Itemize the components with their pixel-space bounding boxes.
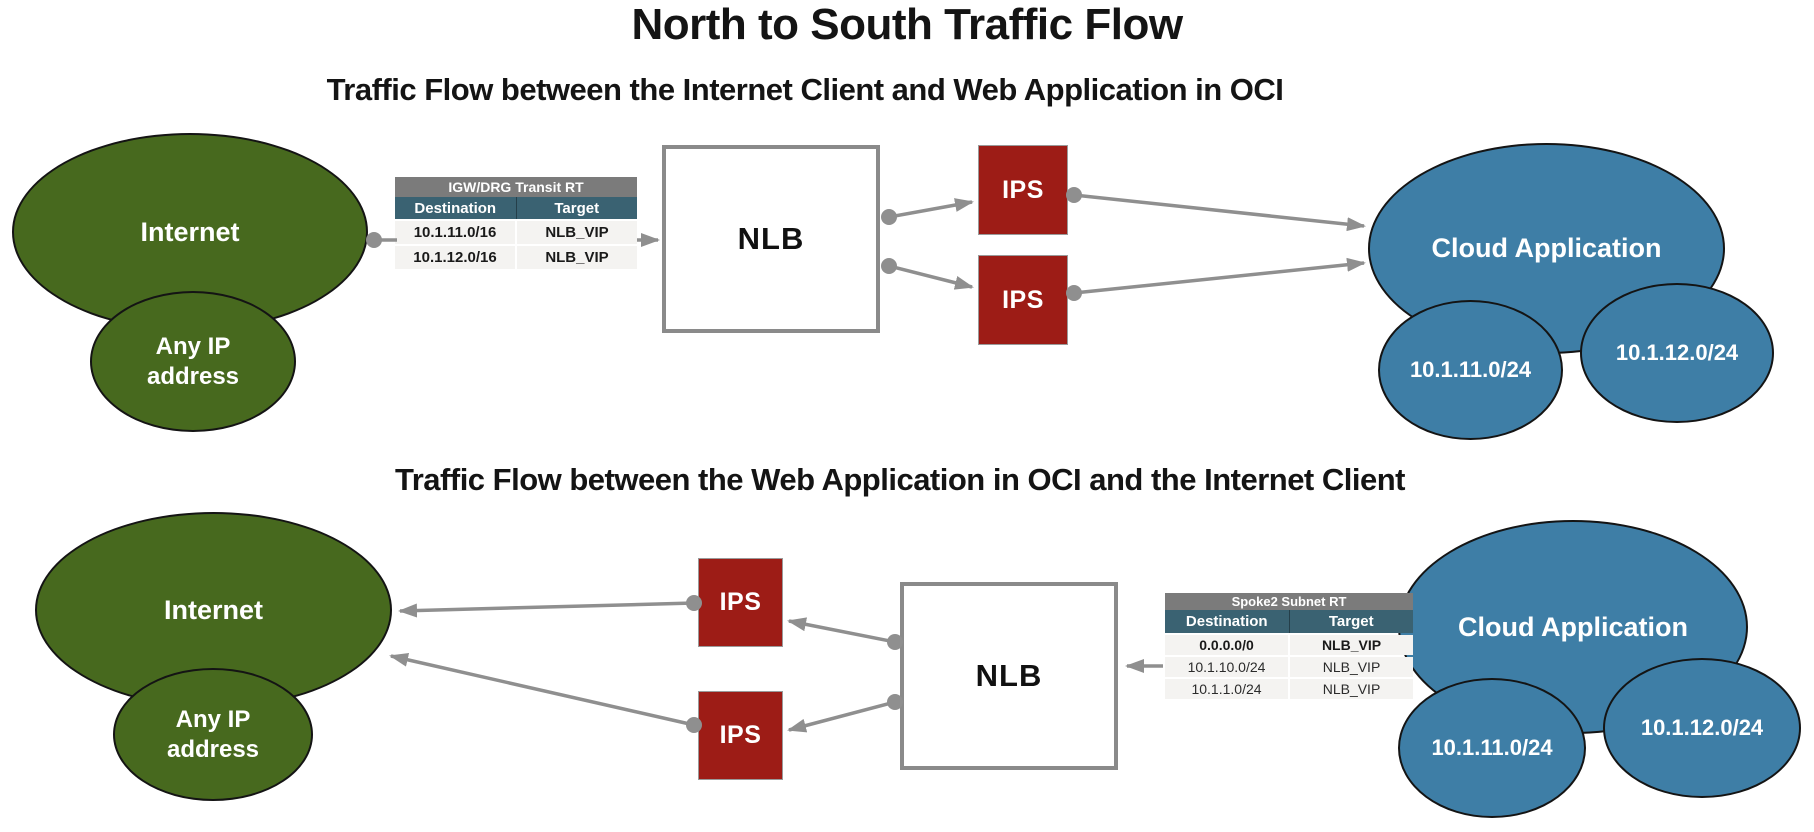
subnet-ellipse-10-1-11: 10.1.11.0/24 [1398,678,1586,818]
arrow-nlb-to-ips-top [881,198,974,225]
internet-label: Internet [163,594,263,625]
route-table-title: IGW/DRG Transit RT [395,177,637,197]
arrow-ips-bottom-to-internet [389,652,702,733]
subnet-label: 10.1.12.0/24 [1640,715,1764,740]
route-table-header: Destination Target [395,197,637,219]
cell-destination: 10.1.12.0/16 [395,246,515,269]
any-ip-label: Any IP address [146,332,240,390]
subnet-label: 10.1.11.0/24 [1431,735,1553,760]
table-row: 10.1.11.0/16 NLB_VIP [395,221,637,244]
ips-box-top: IPS [978,145,1068,235]
internet-label: Internet [140,216,240,247]
table-row: 0.0.0.0/0 NLB_VIP [1165,635,1413,655]
ips-box-bottom: IPS [698,691,783,780]
subnet-ellipse-10-1-12: 10.1.12.0/24 [1580,283,1774,423]
cell-target: NLB_VIP [1290,679,1413,699]
connector-internet-to-route-table [366,232,397,248]
ips-label: IPS [719,588,762,616]
ips-label: IPS [1002,285,1044,314]
subnet-label: 10.1.11.0/24 [1409,357,1532,382]
arrow-nlb-to-ips-top [787,617,903,650]
cell-target: NLB_VIP [1290,635,1413,655]
cell-target: NLB_VIP [517,246,637,269]
cell-destination: 0.0.0.0/0 [1165,635,1288,655]
subnet-ellipse-10-1-12: 10.1.12.0/24 [1603,658,1801,798]
route-table-title: Spoke2 Subnet RT [1165,593,1413,610]
arrow-nlb-to-ips-bottom [787,694,903,733]
ips-label: IPS [719,721,762,749]
cell-target: NLB_VIP [517,221,637,244]
diagram1-subtitle: Traffic Flow between the Internet Client… [326,72,1284,107]
route-table-igw-drg-transit: IGW/DRG Transit RT Destination Target 10… [395,177,637,269]
nlb-box: NLB [662,145,880,333]
arrow-ips-top-to-internet [398,595,702,618]
nlb-box: NLB [900,582,1118,770]
ips-label: IPS [1002,175,1044,204]
cloud-application-label: Cloud Application [1431,233,1662,263]
arrow-nlb-to-ips-bottom [881,258,974,290]
cell-target: NLB_VIP [1290,657,1413,677]
page-title: North to South Traffic Flow [631,0,1183,49]
nlb-label: NLB [975,658,1043,693]
any-ip-label: Any IP address [166,705,260,763]
table-row: 10.1.1.0/24 NLB_VIP [1165,679,1413,699]
route-table-header: Destination Target [1165,610,1413,633]
cell-destination: 10.1.10.0/24 [1165,657,1288,677]
route-table-spoke2-subnet: Spoke2 Subnet RT Destination Target 0.0.… [1165,593,1413,699]
column-header-destination: Destination [1165,610,1290,633]
table-row: 10.1.12.0/16 NLB_VIP [395,246,637,269]
any-ip-ellipse: Any IP address [113,668,313,801]
column-header-target: Target [554,199,600,217]
arrow-ips-top-to-cloud [1066,187,1366,232]
any-ip-ellipse: Any IP address [90,291,296,432]
cloud-application-label: Cloud Application [1458,611,1688,642]
subnet-label: 10.1.12.0/24 [1615,340,1739,365]
cell-destination: 10.1.1.0/24 [1165,679,1288,699]
arrow-ips-bottom-to-cloud [1066,257,1366,301]
cell-destination: 10.1.11.0/16 [395,221,515,244]
column-header-target: Target [1328,613,1374,630]
subnet-ellipse-10-1-11: 10.1.11.0/24 [1378,300,1563,440]
diagram2-subtitle: Traffic Flow between the Web Application… [395,462,1405,497]
ips-box-bottom: IPS [978,255,1068,345]
column-header-destination: Destination [395,197,517,219]
table-row: 10.1.10.0/24 NLB_VIP [1165,657,1413,677]
ips-box-top: IPS [698,558,783,647]
nlb-label: NLB [737,221,805,256]
